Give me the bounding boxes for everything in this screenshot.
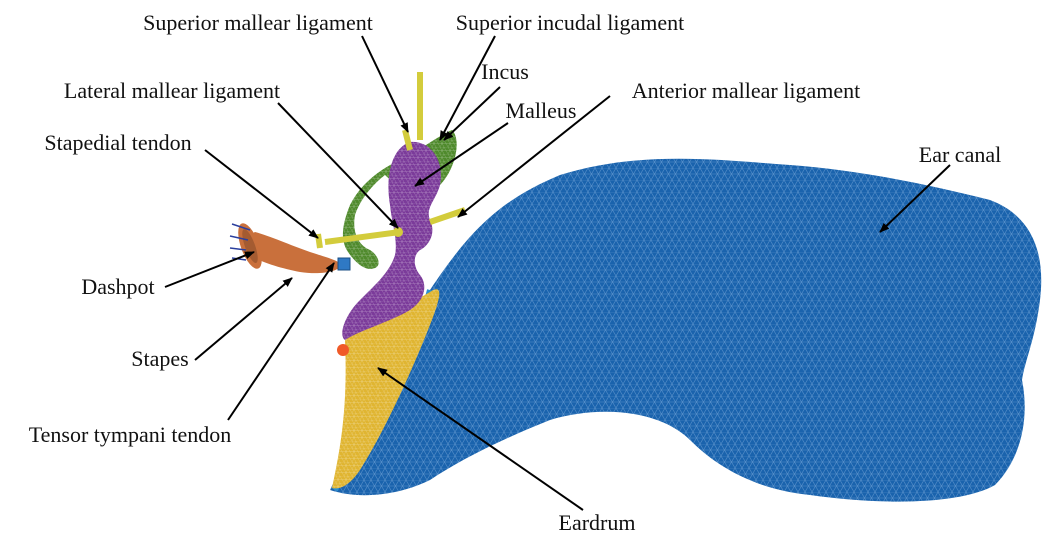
label-malleus: Malleus (506, 98, 577, 123)
label-dashpot: Dashpot (81, 274, 154, 299)
label-anterior-mallear-ligament: Anterior mallear ligament (632, 78, 860, 103)
label-superior-incudal-ligament: Superior incudal ligament (456, 10, 685, 35)
label-ear-canal: Ear canal (919, 142, 1001, 167)
label-stapedial-tendon: Stapedial tendon (44, 130, 191, 155)
label-eardrum: Eardrum (559, 510, 636, 535)
label-stapes: Stapes (131, 346, 188, 371)
label-tensor-tympani-tendon: Tensor tympani tendon (29, 422, 232, 447)
eardrum-marker (337, 344, 349, 356)
label-incus: Incus (481, 59, 529, 84)
label-superior-mallear-ligament: Superior mallear ligament (143, 10, 373, 35)
label-lateral-mallear-ligament: Lateral mallear ligament (64, 78, 280, 103)
ear-canal-shape (330, 159, 1041, 502)
